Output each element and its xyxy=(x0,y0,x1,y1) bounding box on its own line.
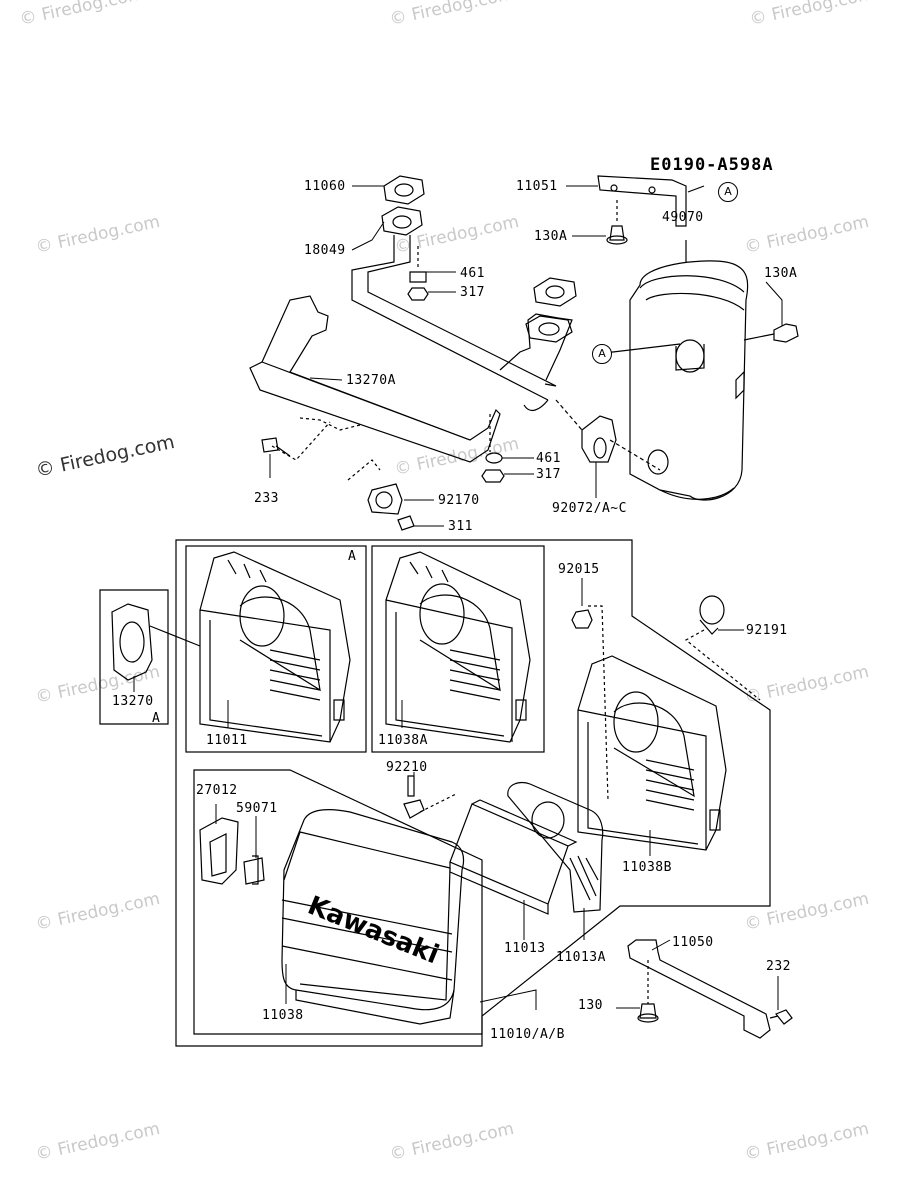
cover-11038 xyxy=(281,809,465,1025)
leader-lines xyxy=(133,185,783,1010)
part-label-92170: 92170 xyxy=(438,493,480,508)
part-label-92072: 92072/A~C xyxy=(552,501,627,516)
panel-variant-label: A xyxy=(348,549,357,564)
part-label-130A: 130A xyxy=(764,266,798,281)
part-label-13270A: 13270A xyxy=(346,373,396,388)
part-label-11038A: 11038A xyxy=(378,733,428,748)
muffler-49070 xyxy=(629,260,749,501)
part-label-317: 317 xyxy=(460,285,485,300)
part-label-11013A: 11013A xyxy=(556,950,606,965)
part-label-13270-variant: A xyxy=(152,711,161,726)
part-label-92191: 92191 xyxy=(746,623,788,638)
gasket-11060 xyxy=(383,175,425,205)
part-label-11011: 11011 xyxy=(206,733,248,748)
part-label-311: 311 xyxy=(448,519,473,534)
part-label-11013: 11013 xyxy=(504,941,546,956)
part-label-92015: 92015 xyxy=(558,562,600,577)
group-outline xyxy=(175,539,771,1047)
part-label-461: 461 xyxy=(536,451,561,466)
nut-92015 xyxy=(571,605,609,801)
ref-marker-a: A xyxy=(718,182,738,202)
part-label-232: 232 xyxy=(766,959,791,974)
base-11038A xyxy=(385,551,531,743)
part-label-11051: 11051 xyxy=(516,179,558,194)
part-label-317: 317 xyxy=(536,467,561,482)
part-label-59071: 59071 xyxy=(236,801,278,816)
part-label-11038: 11038 xyxy=(262,1008,304,1023)
part-label-13270: 13270 xyxy=(112,694,154,709)
clamp-92072 xyxy=(555,399,661,471)
panel-11011 xyxy=(185,545,367,753)
bolt-130A-side xyxy=(743,323,799,343)
part-label-92210: 92210 xyxy=(386,760,428,775)
part-label-130A: 130A xyxy=(534,229,568,244)
part-label-18049: 18049 xyxy=(304,243,346,258)
part-label-11010: 11010/A/B xyxy=(490,1027,565,1042)
exhaust-pipe-18049 xyxy=(351,206,573,412)
diagram-code: E0190-A598A xyxy=(650,155,774,175)
gasket-upper xyxy=(533,277,577,307)
gasket-13270 xyxy=(111,603,201,681)
part-label-233: 233 xyxy=(254,491,279,506)
base-11011 xyxy=(199,551,351,743)
bracket-13270A xyxy=(249,295,501,481)
bolt-130 xyxy=(637,1003,659,1023)
nuts-washers-lower xyxy=(481,414,505,483)
base-11038B xyxy=(577,655,727,851)
bolt-92210 xyxy=(403,775,457,819)
precleaner-11013A xyxy=(507,781,604,913)
panel-13270 xyxy=(99,589,169,725)
part-label-27012: 27012 xyxy=(196,783,238,798)
panel-11038A xyxy=(371,545,545,753)
part-label-130: 130 xyxy=(578,998,603,1013)
brand-logo-text: Kawasaki xyxy=(303,891,443,971)
bolt-233 xyxy=(261,437,291,457)
filter-11013 xyxy=(449,799,578,915)
bracket-11050 xyxy=(627,939,771,1039)
fastener-59071 xyxy=(243,855,265,885)
clip-92191 xyxy=(684,595,761,701)
part-label-49070: 49070 xyxy=(662,210,704,225)
muffler-bracket-11051 xyxy=(597,175,687,227)
clamp-92170 xyxy=(367,483,415,531)
part-label-11050: 11050 xyxy=(672,935,714,950)
part-label-461: 461 xyxy=(460,266,485,281)
screw-232 xyxy=(769,1009,793,1025)
bolt-130A-top xyxy=(606,200,628,245)
part-label-11060: 11060 xyxy=(304,179,346,194)
nuts-washers-upper xyxy=(407,246,429,301)
part-label-11038B: 11038B xyxy=(622,860,672,875)
panel-cover xyxy=(193,769,483,1035)
bracket-27012 xyxy=(199,817,239,885)
ref-marker-a: A xyxy=(592,344,612,364)
